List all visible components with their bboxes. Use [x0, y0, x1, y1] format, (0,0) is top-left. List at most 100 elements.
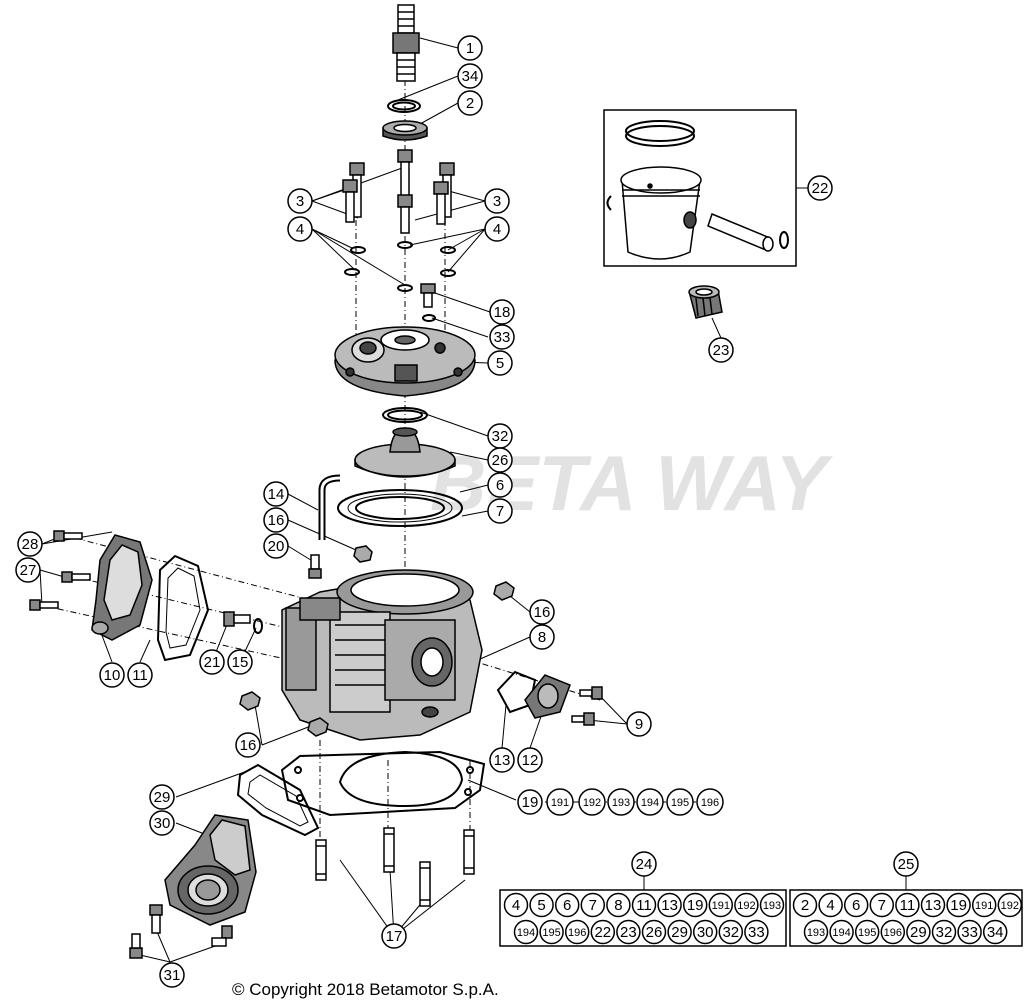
callout-17: 17 [386, 928, 403, 945]
kit24-item-5: 5 [537, 897, 545, 914]
piston-clip-right [779, 231, 789, 249]
reed-gasket-inner [247, 774, 309, 827]
pivot-washer [253, 618, 263, 634]
chain-item-195-circle [666, 788, 694, 816]
kit25-item-29: 29 [910, 924, 927, 941]
head-washers [344, 241, 456, 292]
callout-8: 8 [538, 629, 546, 646]
kit24-item-6-circle [554, 892, 580, 918]
nut-upper [353, 545, 373, 563]
bleed-washer [422, 314, 436, 322]
kit-25-box [789, 889, 1023, 947]
piston-clip-left [606, 195, 612, 211]
kit25-item-11: 11 [900, 897, 916, 914]
kit25-item-4: 4 [826, 897, 834, 914]
kit25-item-193: 193 [807, 927, 825, 939]
callout-12: 12 [522, 752, 539, 769]
callout-27: 27 [20, 562, 37, 579]
kit25-item-195: 195 [858, 927, 876, 939]
kit24-item-29-circle [667, 919, 692, 945]
chain-item-19-circle [517, 789, 543, 815]
kit25-item-194: 194 [832, 927, 850, 939]
kit25-item-33: 33 [961, 924, 978, 941]
callout-25: 25 [898, 856, 915, 873]
kit24-item-19-circle [682, 892, 708, 918]
kit25-item-19-circle [946, 892, 971, 918]
nut-lower-right [307, 717, 329, 737]
kit24-item-32: 32 [722, 924, 739, 941]
kit24-item-8-circle [606, 892, 631, 918]
base-gasket [280, 750, 486, 817]
chain-item-196: 196 [701, 797, 719, 809]
callout-33: 33 [494, 329, 511, 346]
head-bolts [342, 149, 455, 234]
kit25-item-196-circle [880, 919, 906, 945]
cover-bolts [29, 530, 91, 611]
kit24-item-196-circle [564, 919, 590, 945]
callout-30: 30 [154, 815, 171, 832]
kit24-item-33: 33 [748, 924, 765, 941]
callout-5: 5 [496, 355, 504, 372]
kit24-item-33-circle [744, 919, 769, 945]
callout-31: 31 [164, 967, 181, 984]
chain-item-193: 193 [612, 797, 630, 809]
kit24-item-13: 13 [661, 897, 678, 914]
combustion-insert [354, 427, 456, 478]
kit25-item-2: 2 [801, 897, 809, 914]
kit24-item-194-circle [513, 919, 539, 945]
head-insert [382, 120, 428, 141]
chain-item-194: 194 [641, 797, 659, 809]
callout-15: 15 [232, 654, 249, 671]
kit25-item-192: 192 [1001, 900, 1019, 912]
chain-item-195: 195 [671, 797, 689, 809]
piston [620, 166, 702, 260]
kit24-item-195: 195 [542, 927, 560, 939]
spark-plug [392, 4, 420, 82]
kit25-item-196: 196 [884, 927, 902, 939]
kit24-item-6: 6 [563, 897, 571, 914]
callout-14: 14 [268, 486, 285, 503]
chain-item-193-circle [607, 788, 635, 816]
kit24-item-194: 194 [517, 927, 535, 939]
breather-hose-inner [320, 476, 341, 540]
kit25-item-191-circle [971, 892, 997, 918]
kit25-item-195-circle [854, 919, 880, 945]
head-gaskets [337, 489, 463, 527]
callout-4-left: 4 [296, 221, 304, 238]
kit25-item-192-circle [997, 892, 1023, 918]
needle-bearing [688, 285, 723, 319]
callout-32: 32 [492, 428, 509, 445]
callout-circles [15, 35, 919, 988]
kit24-item-4-circle [503, 892, 529, 918]
kit24-item-5-circle [529, 892, 554, 918]
kit25-item-6: 6 [852, 897, 860, 914]
chain-item-192: 192 [583, 797, 601, 809]
kit24-item-26-circle [641, 919, 667, 945]
bleed-screw [420, 283, 436, 308]
kit25-item-7-circle [869, 892, 895, 918]
kit24-item-191-circle [708, 892, 734, 918]
kit25-item-33-circle [957, 919, 982, 945]
kit24-item-196: 196 [568, 927, 586, 939]
kit24-item-22-circle [590, 919, 616, 945]
side-flange [524, 674, 571, 719]
chain-item-196-circle [696, 788, 724, 816]
kit24-item-11-circle [631, 892, 657, 918]
chain-item-192-circle [578, 788, 606, 816]
callout-16-top: 16 [268, 512, 285, 529]
kit24-item-29: 29 [671, 924, 688, 941]
kit24-item-195-circle [539, 919, 564, 945]
nut-right [493, 581, 515, 601]
kit25-item-193-circle [803, 919, 829, 945]
callout-16-right: 16 [534, 604, 551, 621]
callout-20: 20 [268, 538, 285, 555]
callout-22: 22 [812, 180, 829, 197]
copyright-notice: © Copyright 2018 Betamotor S.p.A. [232, 980, 499, 999]
callout-34: 34 [462, 68, 479, 85]
callout-13: 13 [494, 752, 511, 769]
kit24-item-192-circle [734, 892, 759, 918]
chain-item-19: 19 [522, 794, 539, 811]
kit24-item-193-circle [759, 892, 785, 918]
